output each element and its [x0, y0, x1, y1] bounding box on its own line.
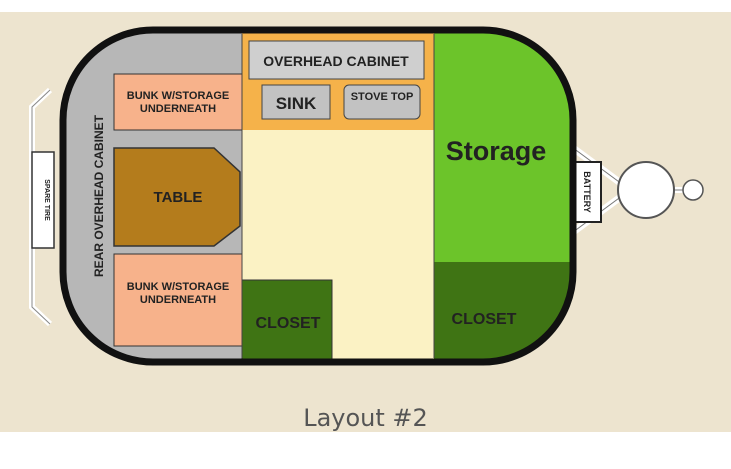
battery-label: BATTERY: [582, 171, 592, 213]
overhead-cabinet-label: OVERHEAD CABINET: [263, 53, 409, 69]
spare-tire-label: SPARE TIRE: [43, 179, 50, 221]
center-closet-label: CLOSET: [256, 315, 321, 332]
stove-top-label: STOVE TOP: [351, 91, 414, 103]
floorplan-canvas: SPARE TIRE BATTERY BUNK W/STORAGE UNDERN: [0, 12, 731, 432]
trailer-outline: [59, 26, 577, 366]
bunk-top-label-line1: BUNK W/STORAGE: [127, 90, 229, 102]
sink: [261, 84, 331, 120]
center-closet: [241, 279, 333, 363]
bunk-bottom-label-line1: BUNK W/STORAGE: [127, 281, 229, 293]
layout-caption: Layout #2: [303, 404, 428, 432]
propane-tank: [617, 161, 675, 219]
sink-label: SINK: [276, 94, 317, 113]
floorplan-diagram: SPARE TIRE BATTERY BUNK W/STORAGE UNDERN: [29, 26, 704, 366]
front-closet-label: CLOSET: [452, 311, 517, 328]
table: [113, 147, 241, 247]
hitch-ball: [682, 179, 704, 201]
table-label: TABLE: [154, 189, 203, 206]
battery-box: [574, 161, 602, 223]
storage-label: Storage: [446, 136, 547, 166]
stove-top: [343, 84, 421, 120]
bunk-top-label-line2: UNDERNEATH: [140, 103, 216, 115]
rear-overhead-cabinet-label: REAR OVERHEAD CABINET: [92, 114, 106, 277]
overhead-cabinet: [248, 40, 425, 80]
bunk-top: [113, 73, 243, 131]
spare-tire: [31, 151, 55, 249]
bunk-bottom-label-line2: UNDERNEATH: [140, 294, 216, 306]
bunk-bottom: [113, 253, 243, 347]
storage-area: [434, 30, 573, 262]
